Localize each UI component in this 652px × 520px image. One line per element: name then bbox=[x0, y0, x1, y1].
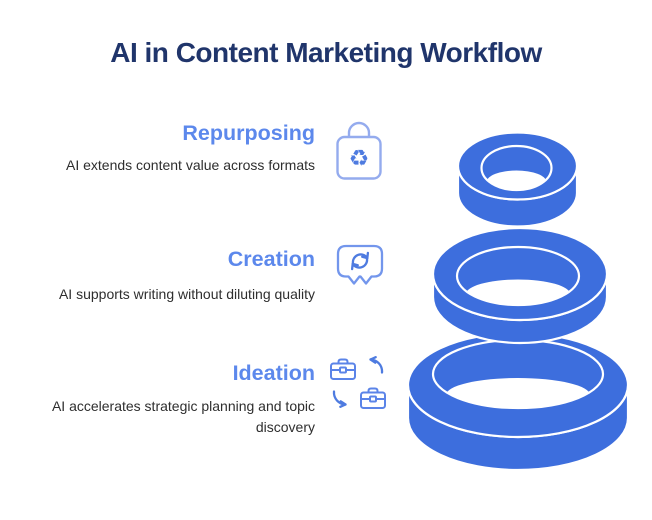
chat-sync-icon-svg bbox=[336, 244, 384, 285]
briefcase-bottom-right bbox=[360, 387, 386, 409]
recycle-bag-icon-svg: ♻ bbox=[336, 121, 382, 180]
speech-bubble bbox=[336, 244, 384, 285]
funnel-illustration bbox=[406, 131, 630, 472]
bag-body bbox=[336, 135, 382, 180]
page-title: AI in Content Marketing Workflow bbox=[110, 37, 542, 68]
briefcase-top-left bbox=[330, 358, 356, 380]
section-description-ideation: AI accelerates strategic planning and to… bbox=[51, 398, 315, 435]
section-heading-creation: Creation bbox=[227, 247, 315, 271]
bag-handle bbox=[347, 121, 371, 140]
section-heading-repurposing: Repurposing bbox=[182, 121, 315, 145]
sync-arrows bbox=[350, 251, 370, 271]
chat-sync-icon bbox=[334, 243, 386, 289]
funnel-ring-top bbox=[456, 131, 579, 228]
section-description-creation: AI supports writing without diluting qua… bbox=[58, 286, 315, 302]
funnel-ring-bottom bbox=[406, 331, 630, 472]
briefcase-swap-icon-svg bbox=[330, 356, 386, 409]
funnel-ring-middle bbox=[431, 226, 609, 345]
section-description-repurposing: AI extends content value across formats bbox=[65, 157, 315, 173]
briefcase-swap-icon bbox=[329, 355, 387, 409]
recycle-bag-icon: ♻ bbox=[333, 117, 385, 181]
swap-arrows bbox=[332, 356, 384, 408]
section-heading-ideation: Ideation bbox=[232, 361, 315, 385]
recycle-glyph: ♻ bbox=[349, 146, 370, 172]
